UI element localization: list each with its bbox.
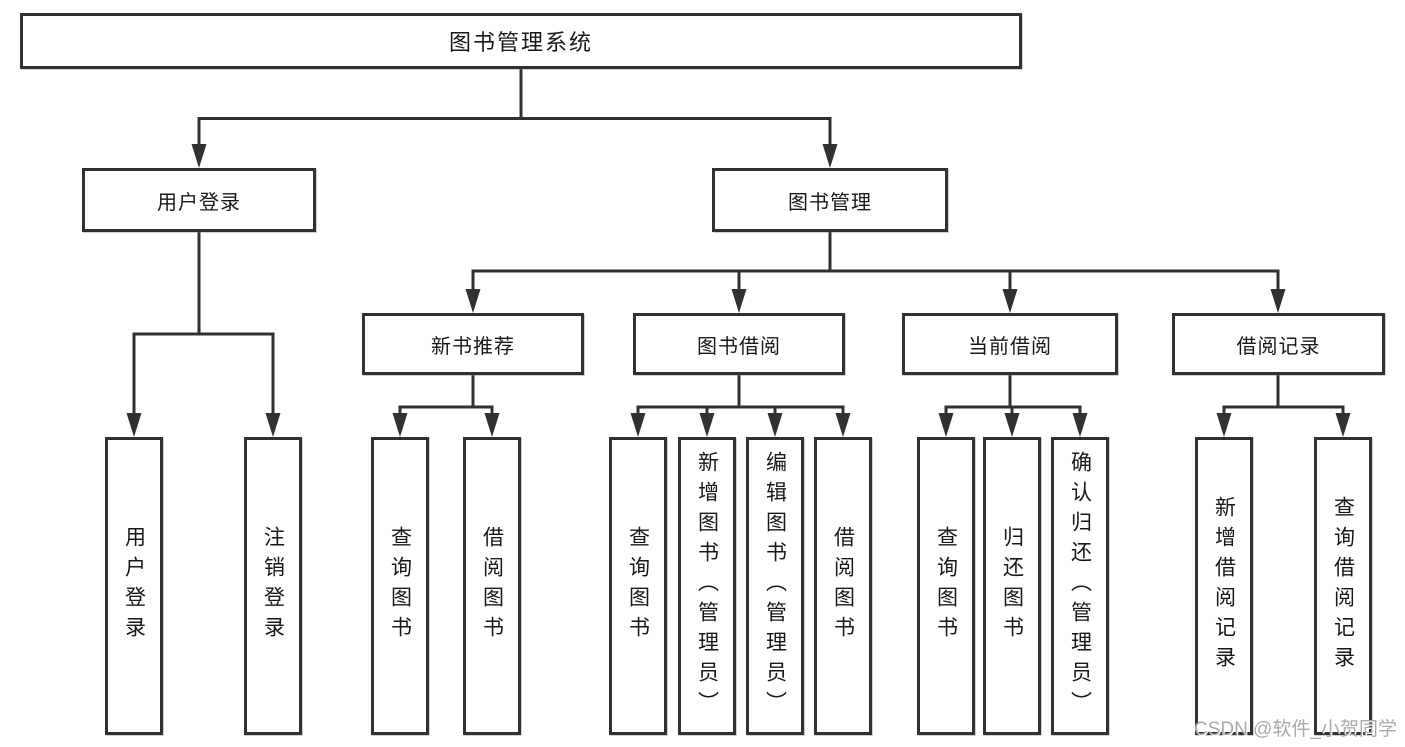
node-root-label: 图书管理系统 — [448, 30, 593, 55]
node-user-login-label: 用户登录 — [157, 191, 241, 214]
leaf-user-login: 用户登录 — [105, 437, 163, 735]
leaf-confirm-return-admin: 确认归还（管理员） — [1051, 437, 1109, 735]
leaf-borrow-books-recommend: 借阅图书 — [463, 437, 521, 735]
leaf-user-login-label: 用户登录 — [122, 526, 146, 646]
leaf-logout: 注销登录 — [244, 437, 302, 735]
node-borrowing-records-label: 借阅记录 — [1236, 335, 1321, 358]
leaf-confirm-return-admin-label: 确认归还（管理员） — [1068, 451, 1092, 721]
node-root-system: 图书管理系统 — [20, 13, 1022, 69]
leaf-query-books-current: 查询图书 — [917, 437, 975, 735]
leaf-logout-label: 注销登录 — [261, 526, 285, 646]
leaf-return-books: 归还图书 — [983, 437, 1041, 735]
leaf-borrow-books-recommend-label: 借阅图书 — [480, 526, 504, 646]
leaf-query-books-borrowing-label: 查询图书 — [626, 526, 650, 646]
leaf-query-books-recommend: 查询图书 — [371, 437, 429, 735]
node-user-login: 用户登录 — [82, 168, 316, 232]
watermark: CSDN @软件_小贺同学 — [1194, 719, 1397, 740]
leaf-query-borrow-record: 查询借阅记录 — [1314, 437, 1372, 735]
leaf-return-books-label: 归还图书 — [1000, 526, 1024, 646]
leaf-borrow-books: 借阅图书 — [814, 437, 872, 735]
node-borrowing-records: 借阅记录 — [1172, 313, 1385, 375]
leaf-query-borrow-record-label: 查询借阅记录 — [1331, 496, 1355, 676]
node-book-borrowing-label: 图书借阅 — [697, 335, 781, 358]
leaf-query-books-borrowing: 查询图书 — [609, 437, 667, 735]
leaf-add-borrow-record-label: 新增借阅记录 — [1212, 496, 1236, 676]
leaf-query-books-current-label: 查询图书 — [934, 526, 958, 646]
leaf-borrow-books-label: 借阅图书 — [831, 526, 855, 646]
node-book-management-label: 图书管理 — [788, 191, 872, 214]
tree-edges — [132, 68, 1345, 419]
node-book-borrowing: 图书借阅 — [633, 313, 845, 375]
node-current-borrowing: 当前借阅 — [902, 313, 1118, 375]
leaf-edit-books-admin: 编辑图书（管理员） — [746, 437, 804, 735]
leaf-edit-books-admin-label: 编辑图书（管理员） — [763, 451, 787, 721]
node-book-management: 图书管理 — [712, 168, 948, 232]
node-new-book-recommend: 新书推荐 — [362, 313, 584, 375]
leaf-add-books-admin: 新增图书（管理员） — [678, 437, 736, 735]
arrowheads — [126, 144, 1351, 437]
node-new-book-recommend-label: 新书推荐 — [431, 335, 515, 358]
leaf-add-books-admin-label: 新增图书（管理员） — [695, 451, 719, 721]
node-current-borrowing-label: 当前借阅 — [968, 335, 1052, 358]
leaf-query-books-recommend-label: 查询图书 — [388, 526, 412, 646]
leaf-add-borrow-record: 新增借阅记录 — [1195, 437, 1253, 735]
